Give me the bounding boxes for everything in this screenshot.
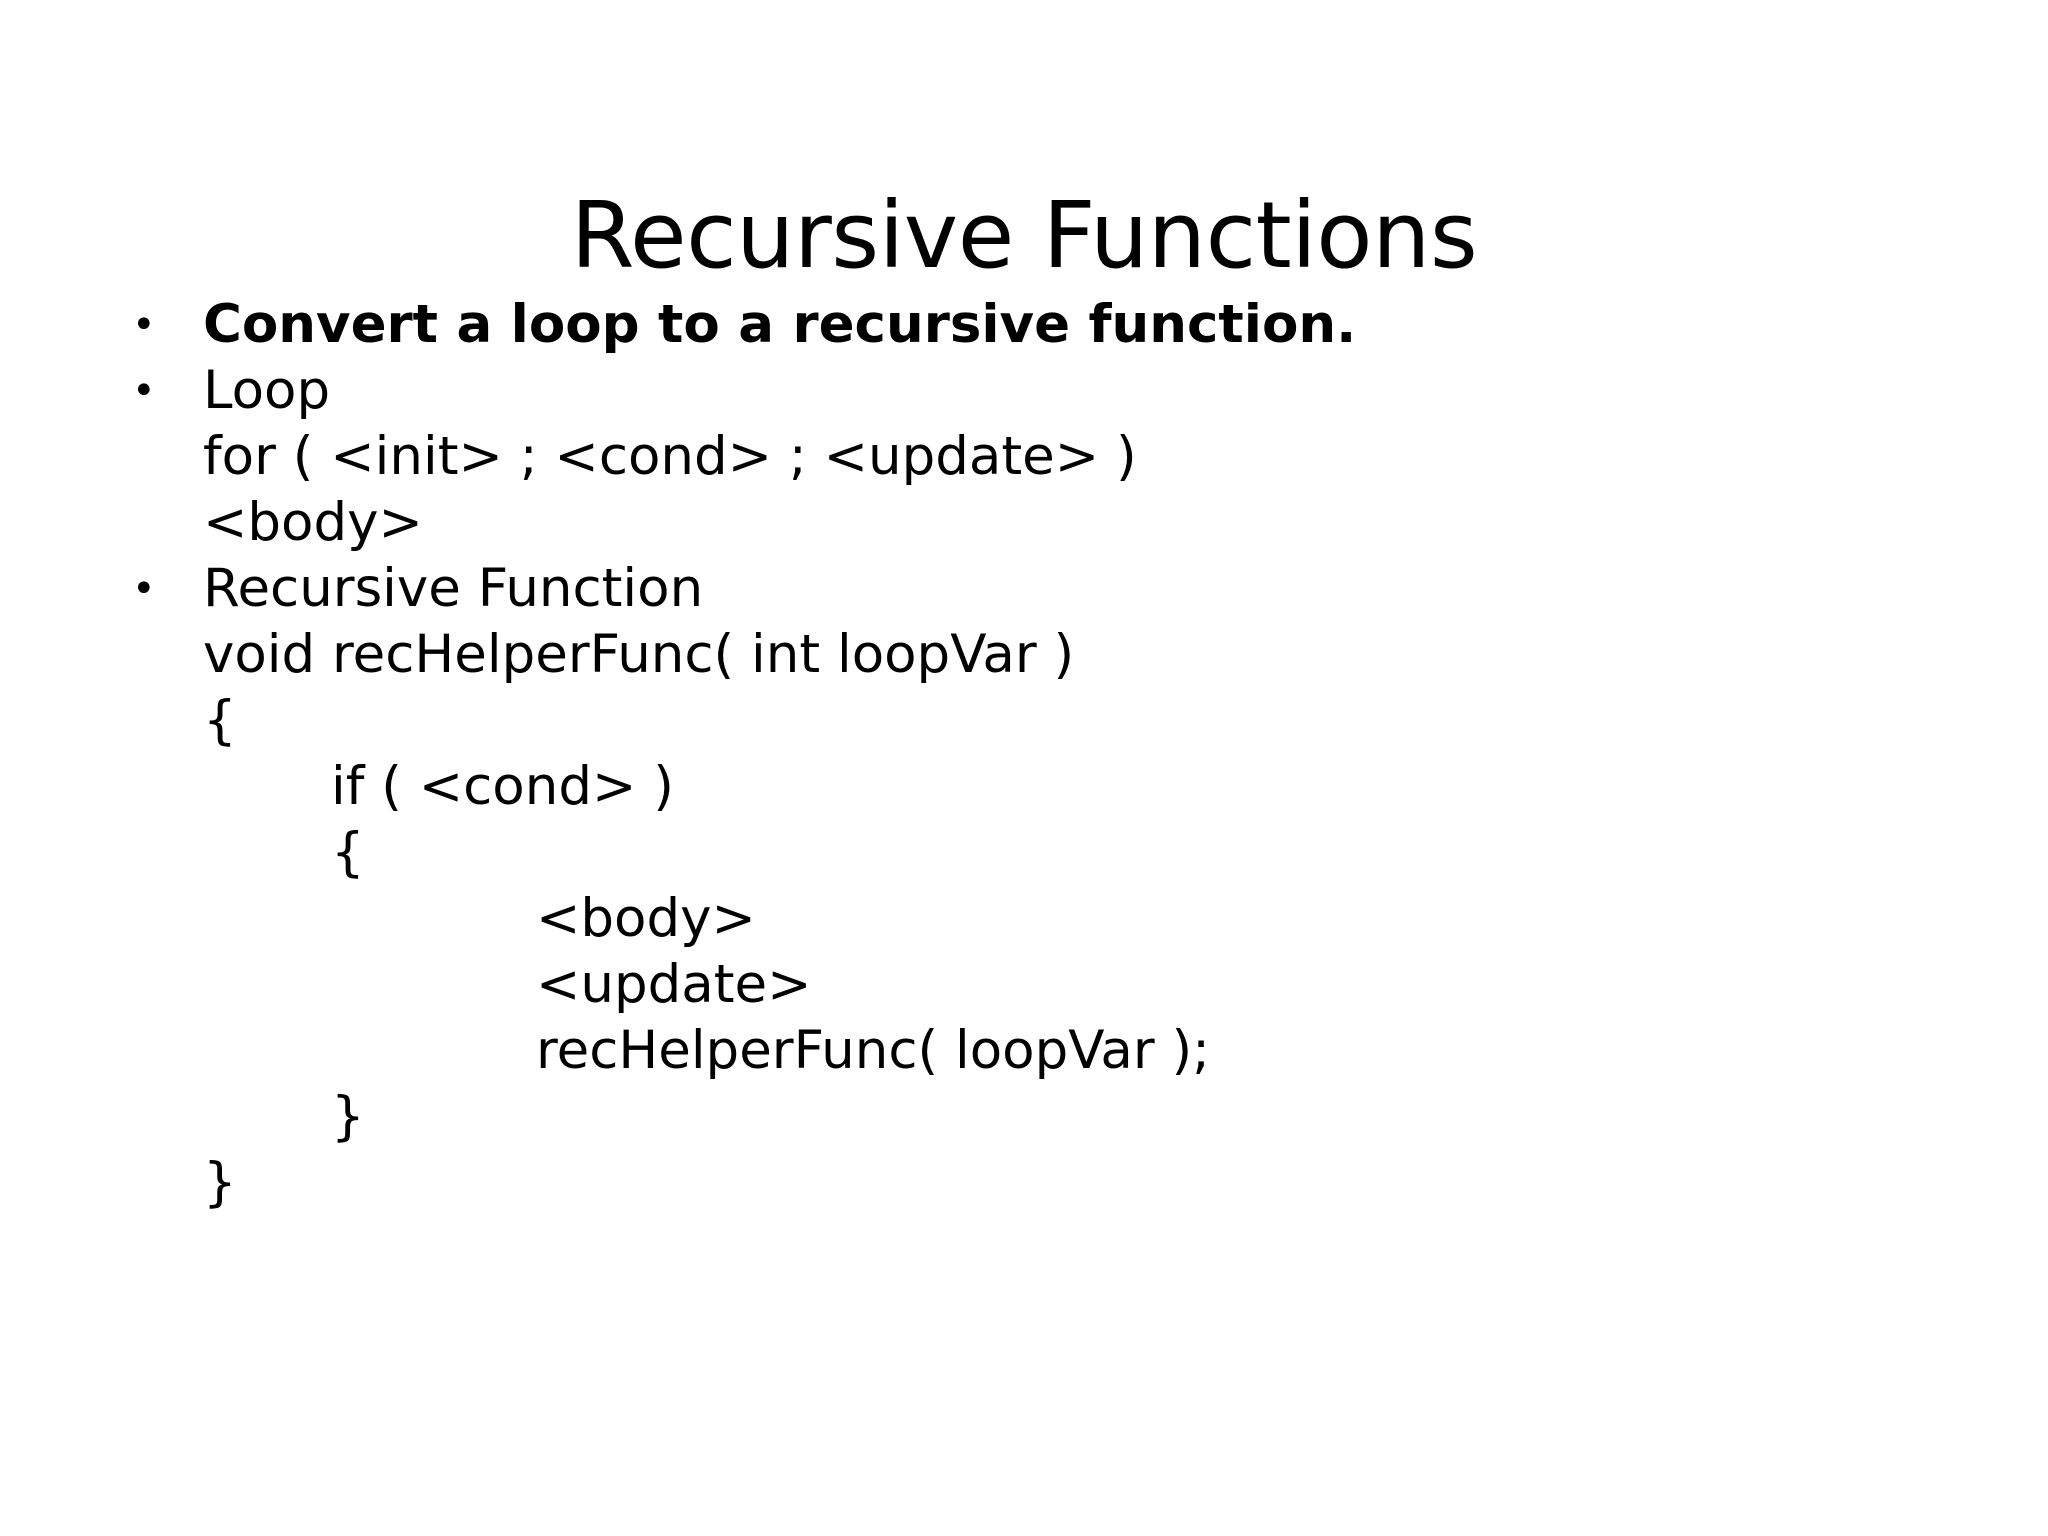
bullet-recursive: Recursive Function: [203, 558, 704, 619]
func-close-brace: }: [203, 1152, 237, 1213]
if-update: <update>: [536, 954, 812, 1015]
code-line: <update>: [0, 952, 2048, 1018]
if-open-brace: {: [331, 822, 365, 883]
bullet-list-item: • Recursive Function: [0, 556, 2048, 622]
page-title: Recursive Functions: [570, 181, 1478, 289]
bullet-list-item: • Convert a loop to a recursive function.: [0, 292, 2048, 358]
code-line: void recHelperFunc( int loopVar ): [0, 622, 2048, 688]
bullet-point-icon: •: [132, 368, 156, 414]
code-line: {: [0, 688, 2048, 754]
code-line: }: [0, 1150, 2048, 1216]
code-line: if ( <cond> ): [0, 754, 2048, 820]
bullet-point-icon: •: [132, 566, 156, 612]
if-body: <body>: [536, 888, 756, 949]
code-line: {: [0, 820, 2048, 886]
code-line: }: [0, 1084, 2048, 1150]
code-line: <body>: [0, 490, 2048, 556]
slide-body-content: • Convert a loop to a recursive function.…: [0, 292, 2048, 1216]
loop-body: <body>: [203, 492, 423, 553]
loop-for: for ( <init> ; <cond> ; <update> ): [203, 426, 1137, 487]
if-statement: if ( <cond> ): [331, 756, 674, 817]
bullet-loop: Loop: [203, 360, 331, 421]
bullet-point-icon: •: [132, 302, 156, 348]
func-open-brace: {: [203, 690, 237, 751]
bullet-list-item: • Loop: [0, 358, 2048, 424]
code-line: for ( <init> ; <cond> ; <update> ): [0, 424, 2048, 490]
code-line: recHelperFunc( loopVar );: [0, 1018, 2048, 1084]
func-signature: void recHelperFunc( int loopVar ): [203, 624, 1075, 685]
bullet-convert: Convert a loop to a recursive function.: [203, 294, 1357, 355]
code-line: <body>: [0, 886, 2048, 952]
recursive-call: recHelperFunc( loopVar );: [536, 1020, 1211, 1081]
if-close-brace: }: [331, 1086, 365, 1147]
